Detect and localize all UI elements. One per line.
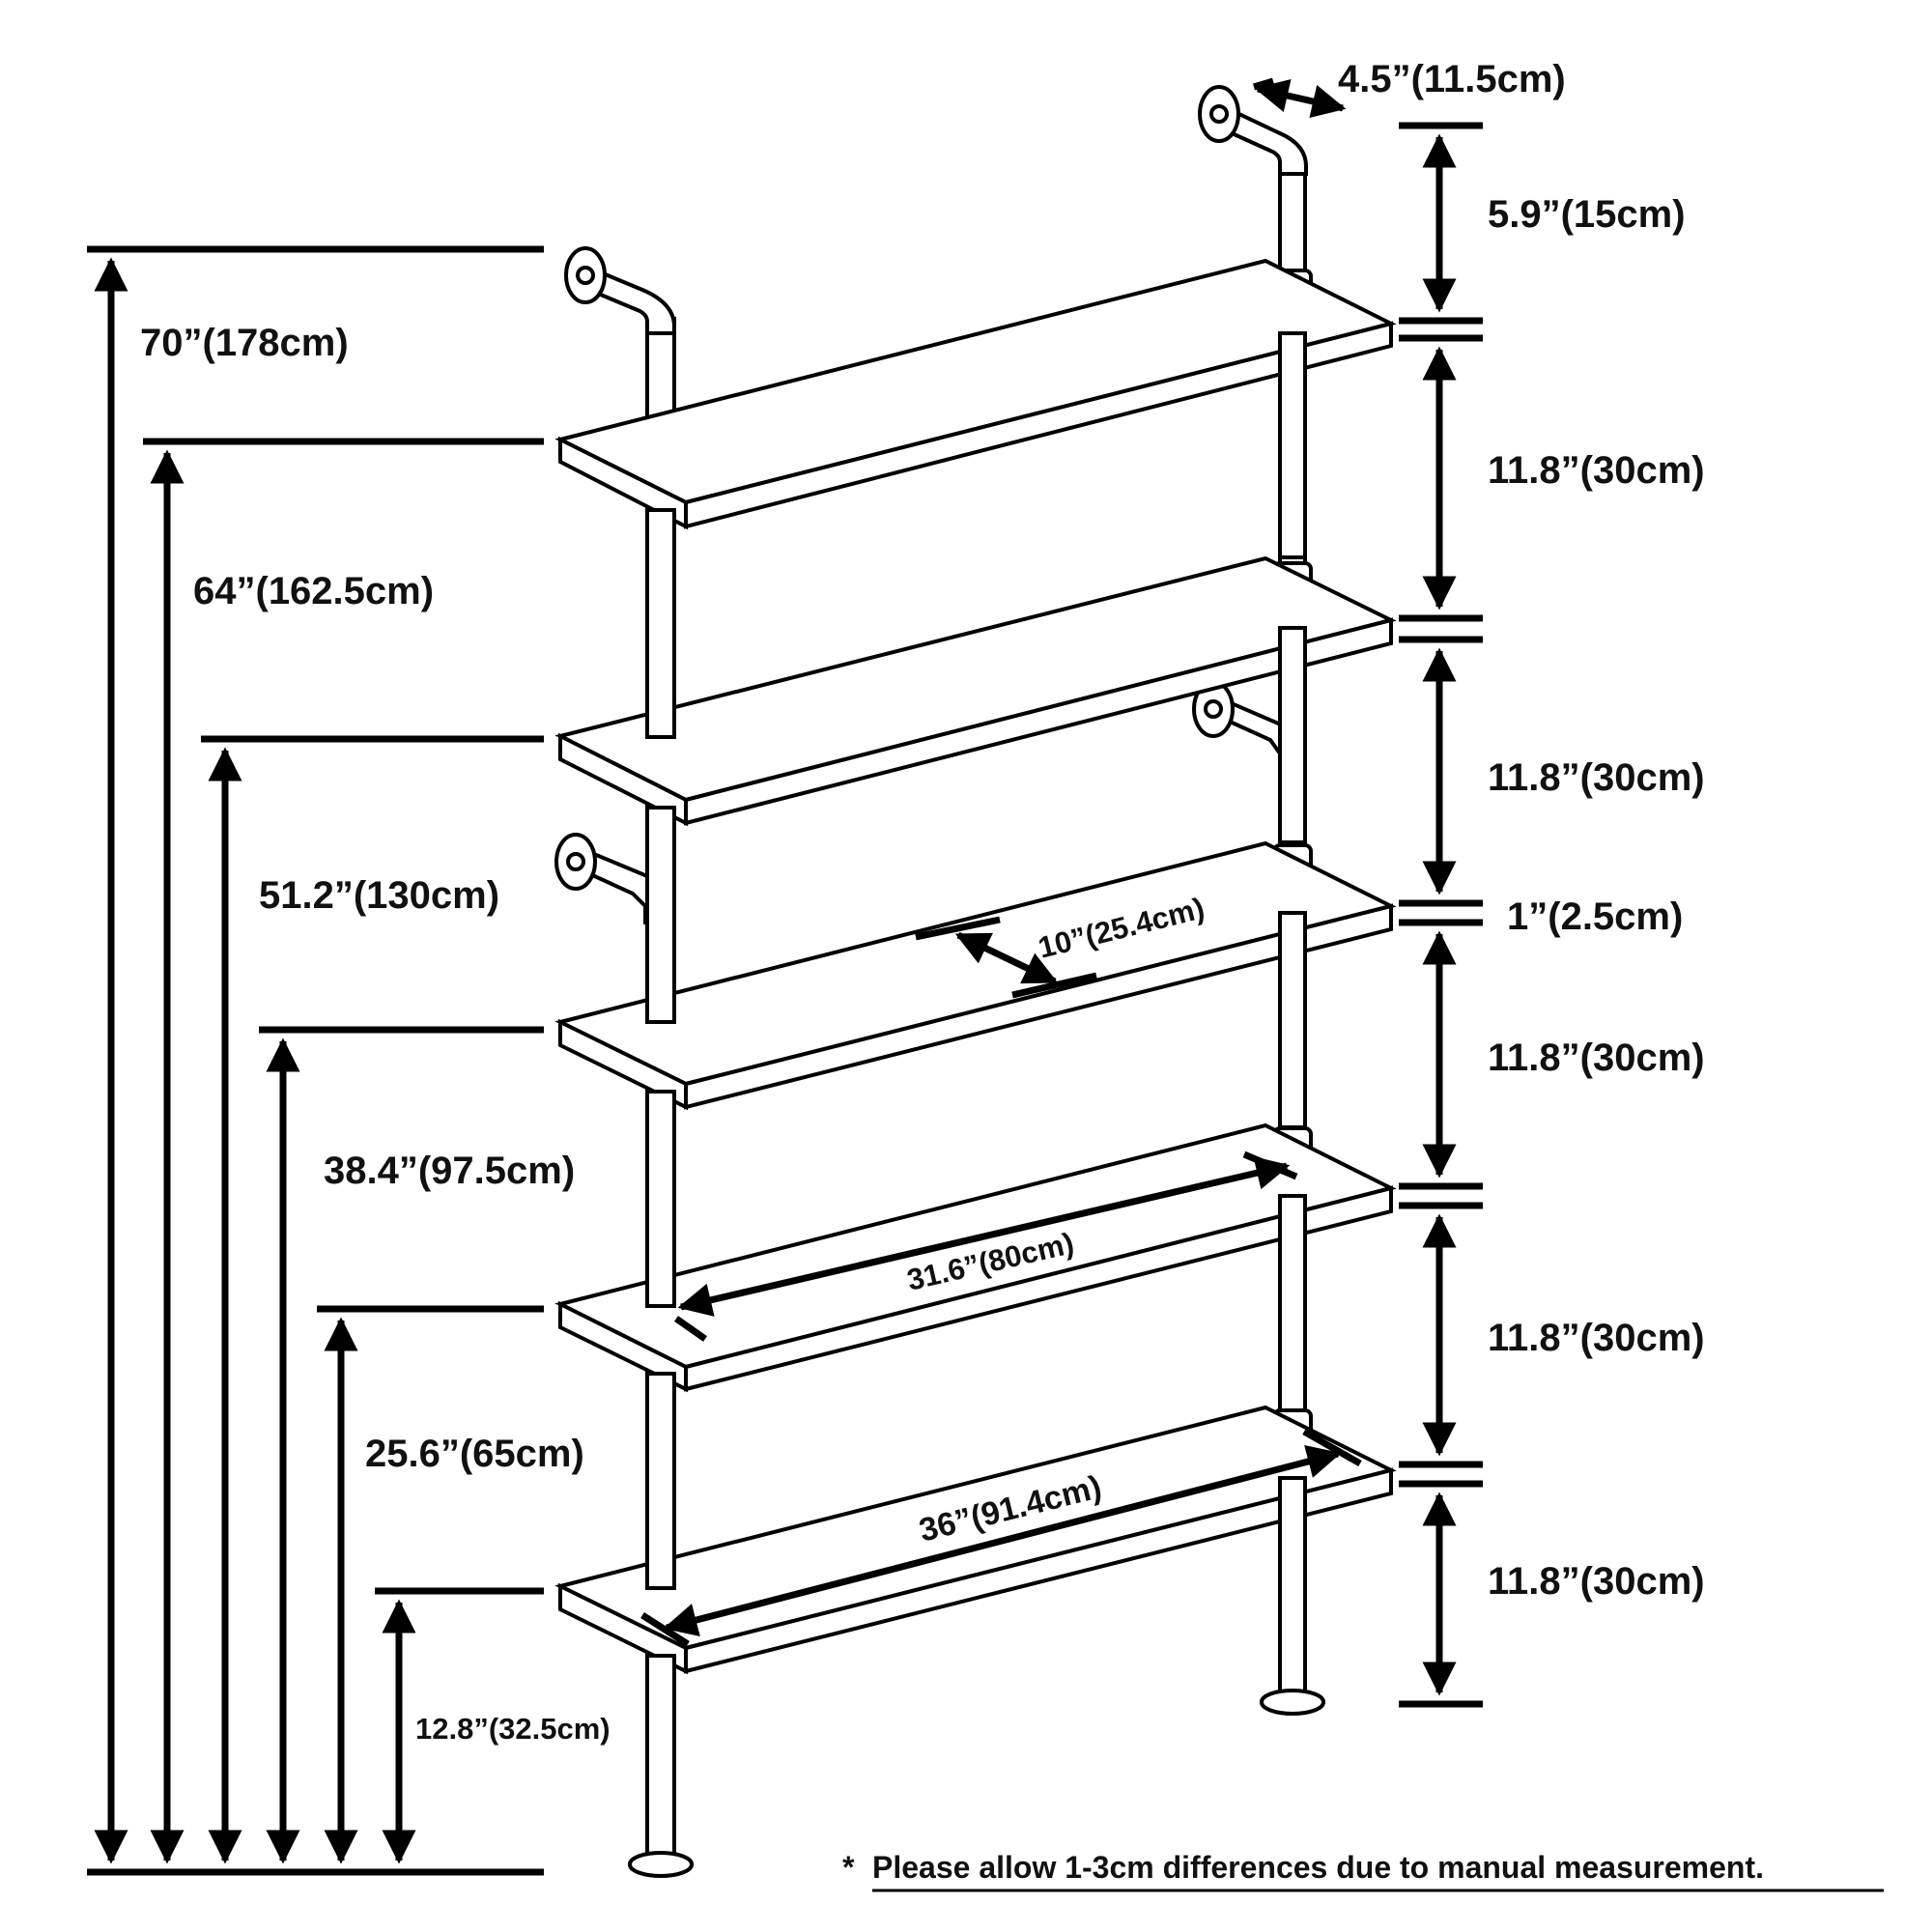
gap-label-7: 11.8”(30cm)	[1488, 1560, 1705, 1603]
arrow-pipe-offset	[1254, 78, 1347, 119]
right-gap-labels: 5.9”(15cm) 11.8”(30cm) 11.8”(30cm) 1”(2.…	[1488, 193, 1705, 1603]
gap-label-4: 1”(2.5cm)	[1507, 895, 1683, 938]
pipe-segment	[645, 806, 676, 1024]
dimension-line	[673, 1316, 708, 1342]
floor-flange	[1260, 1689, 1325, 1716]
gap-label-6: 11.8”(30cm)	[1488, 1317, 1705, 1359]
dimension-line	[1302, 1428, 1362, 1467]
footnote-text: Please allow 1-3cm differences due to ma…	[872, 1850, 1764, 1885]
left-top-wall-bracket	[564, 246, 676, 335]
shelf-5	[554, 1405, 1397, 1675]
pipe-segment	[645, 1090, 676, 1308]
right-top-wall-bracket	[1198, 85, 1308, 176]
pipe-segment	[1278, 331, 1307, 559]
arrow-inner-width	[677, 1156, 1291, 1317]
pipe-segment	[1278, 1194, 1307, 1412]
pipe-segment	[1278, 911, 1307, 1129]
dimension-line	[1011, 972, 1097, 999]
footnote-asterisk: *	[842, 1850, 855, 1885]
gap-label-2: 11.8”(30cm)	[1488, 449, 1705, 492]
shelf-1	[554, 258, 1397, 530]
left-height-labels: 70”(178cm) 64”(162.5cm) 51.2”(130cm) 38.…	[140, 322, 611, 1746]
footnote: * Please allow 1-3cm differences due to …	[842, 1850, 1884, 1892]
pipe-segment	[1278, 626, 1307, 844]
label-25: 25.6”(65cm)	[365, 1433, 584, 1475]
label-pipe-offset: 4.5”(11.5cm)	[1338, 58, 1566, 100]
pipe-segment	[645, 508, 676, 739]
label-64: 64”(162.5cm)	[193, 570, 434, 612]
dimension-line	[1242, 1151, 1298, 1180]
left-height-dimensions	[87, 245, 544, 1876]
dimension-line	[1252, 77, 1275, 91]
shelf-3	[554, 840, 1397, 1111]
label-70: 70”(178cm)	[140, 322, 349, 364]
label-51: 51.2”(130cm)	[259, 874, 499, 917]
pipe-segment	[645, 1654, 676, 1856]
right-gap-dimensions	[1399, 122, 1483, 1708]
shelf-2	[554, 555, 1397, 827]
gap-label-5: 11.8”(30cm)	[1488, 1037, 1705, 1079]
gap-label-1: 5.9”(15cm)	[1488, 193, 1686, 236]
arrow-shelf-length	[663, 1444, 1342, 1637]
pipe-segment	[1278, 1476, 1307, 1697]
arrow-shelf-depth	[954, 931, 1059, 985]
dimension-line	[915, 916, 1001, 941]
gap-label-3: 11.8”(30cm)	[1488, 756, 1705, 799]
pipe-segment	[645, 1372, 676, 1590]
label-12: 12.8”(32.5cm)	[415, 1712, 611, 1746]
shelves	[554, 258, 1397, 1675]
floor-flange	[628, 1851, 694, 1878]
label-38: 38.4”(97.5cm)	[324, 1150, 575, 1192]
inner-dimensions	[640, 77, 1362, 1647]
dimension-line	[640, 1612, 690, 1647]
